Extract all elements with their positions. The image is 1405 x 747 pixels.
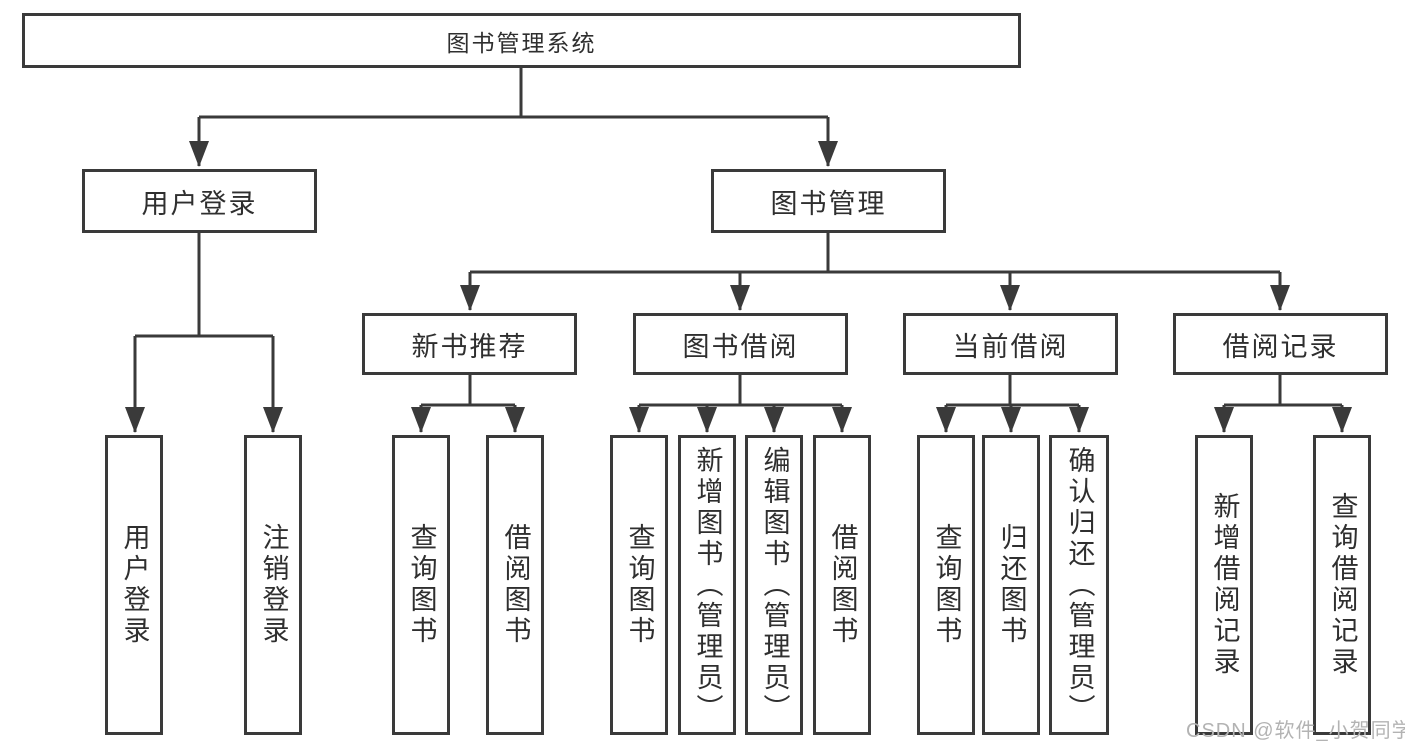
leaf-logout-label: 注销登录	[257, 523, 289, 647]
node-user-login-branch: 用户登录	[82, 169, 317, 233]
leaf-add-borrow-record: 新增借阅记录	[1195, 435, 1253, 735]
node-current-borrow: 当前借阅	[903, 313, 1118, 375]
connector-mgmt-stem	[470, 233, 1280, 274]
leaf-confirm-return-admin: 确认归还（管理员）	[1049, 435, 1109, 735]
connector-borrow-stem	[639, 375, 842, 407]
leaf-borrow-books-2: 借阅图书	[813, 435, 871, 735]
node-borrow-records: 借阅记录	[1173, 313, 1388, 375]
connector-records-stem	[1224, 375, 1342, 407]
leaf-query-books-2: 查询图书	[610, 435, 668, 735]
leaf-query-books-1-label: 查询图书	[405, 523, 437, 647]
connector-root-stem	[199, 68, 828, 119]
leaf-return-books-label: 归还图书	[995, 523, 1027, 647]
node-book-borrow: 图书借阅	[633, 313, 848, 375]
node-library-system: 图书管理系统	[22, 13, 1021, 68]
leaf-edit-books-admin: 编辑图书（管理员）	[745, 435, 803, 735]
leaf-add-borrow-record-label: 新增借阅记录	[1208, 492, 1240, 678]
leaf-user-login-label: 用户登录	[118, 523, 150, 647]
connector-user-stem	[135, 233, 273, 338]
node-book-management: 图书管理	[711, 169, 946, 233]
leaf-query-borrow-record-label: 查询借阅记录	[1326, 492, 1358, 678]
leaf-add-books-admin-label: 新增图书（管理员）	[691, 445, 723, 725]
csdn-watermark: CSDN @软件_小贺同学	[1186, 720, 1405, 742]
leaf-edit-books-admin-label: 编辑图书（管理员）	[758, 445, 790, 725]
leaf-query-books-3: 查询图书	[917, 435, 975, 735]
connector-current-stem	[946, 375, 1079, 407]
leaf-borrow-books-2-label: 借阅图书	[826, 523, 858, 647]
connector-recommend-stem	[421, 375, 515, 407]
leaf-confirm-return-admin-label: 确认归还（管理员）	[1063, 445, 1095, 725]
leaf-query-books-3-label: 查询图书	[930, 523, 962, 647]
leaf-query-books-2-label: 查询图书	[623, 523, 655, 647]
leaf-borrow-books-1: 借阅图书	[486, 435, 544, 735]
leaf-return-books: 归还图书	[982, 435, 1040, 735]
leaf-query-borrow-record: 查询借阅记录	[1313, 435, 1371, 735]
leaf-query-books-1: 查询图书	[392, 435, 450, 735]
leaf-borrow-books-1-label: 借阅图书	[499, 523, 531, 647]
leaf-add-books-admin: 新增图书（管理员）	[678, 435, 736, 735]
node-new-book-recommend: 新书推荐	[362, 313, 577, 375]
leaf-user-login: 用户登录	[105, 435, 163, 735]
leaf-logout: 注销登录	[244, 435, 302, 735]
